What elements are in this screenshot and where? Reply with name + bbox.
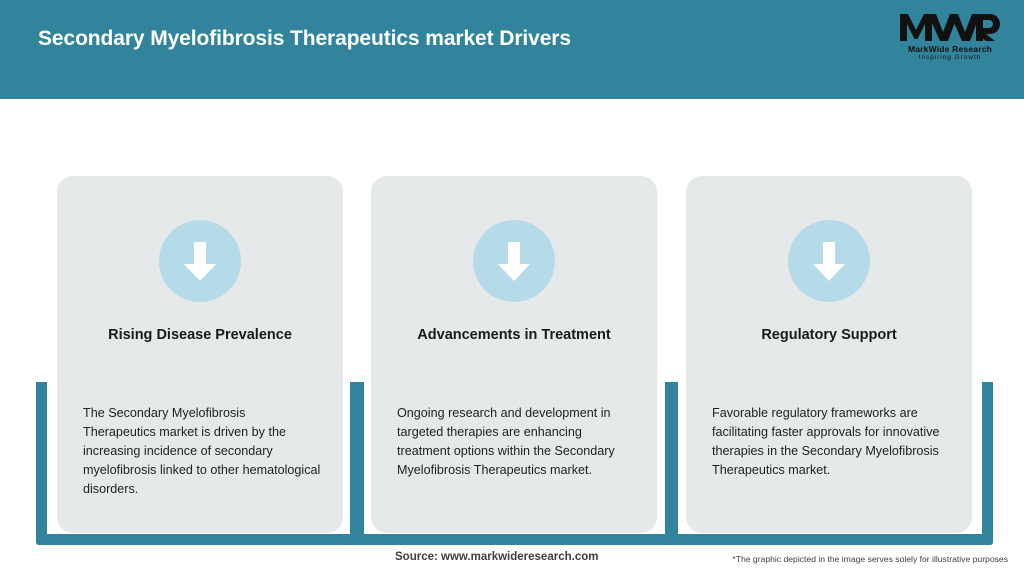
driver-card-2-body: Ongoing research and development in targ…: [397, 406, 615, 477]
driver-card-3-body: Favorable regulatory frameworks are faci…: [712, 406, 940, 477]
page-footer: Source: www.markwideresearch.com *The gr…: [0, 547, 1024, 576]
page-header: Secondary Myelofibrosis Therapeutics mar…: [0, 0, 1024, 99]
logo-company-name: MarkWide Research: [907, 44, 993, 54]
page-title: Secondary Myelofibrosis Therapeutics mar…: [38, 27, 571, 50]
brand-logo: MarkWide Research Inspiring Growth: [898, 10, 1002, 66]
driver-card-2-title: Advancements in Treatment: [417, 327, 611, 343]
disclaimer-label: *The graphic depicted in the image serve…: [732, 554, 1008, 564]
driver-card-3[interactable]: Regulatory Support Favorable regulatory …: [665, 99, 993, 545]
driver-card-1-panel[interactable]: Rising Disease Prevalence The Secondary …: [57, 176, 343, 533]
card-bracket-accent: [665, 382, 993, 545]
driver-card-2-panel[interactable]: Advancements in Treatment Ongoing resear…: [371, 176, 657, 533]
driver-card-1-title: Rising Disease Prevalence: [108, 327, 292, 343]
drivers-card-group: Rising Disease Prevalence The Secondary …: [0, 99, 1024, 576]
source-label: Source: www.markwideresearch.com: [395, 551, 599, 563]
driver-card-1[interactable]: Rising Disease Prevalence The Secondary …: [36, 99, 364, 545]
arrow-down-icon: [788, 220, 870, 302]
driver-card-1-body: The Secondary Myelofibrosis Therapeutics…: [83, 406, 321, 496]
mwr-logo-icon: [900, 14, 1000, 41]
arrow-down-icon: [159, 220, 241, 302]
driver-card-2[interactable]: Advancements in Treatment Ongoing resear…: [350, 99, 678, 545]
driver-card-3-title: Regulatory Support: [761, 327, 897, 343]
driver-card-3-panel[interactable]: Regulatory Support Favorable regulatory …: [686, 176, 972, 533]
arrow-down-icon: [473, 220, 555, 302]
logo-tagline: Inspiring Growth: [918, 54, 982, 61]
